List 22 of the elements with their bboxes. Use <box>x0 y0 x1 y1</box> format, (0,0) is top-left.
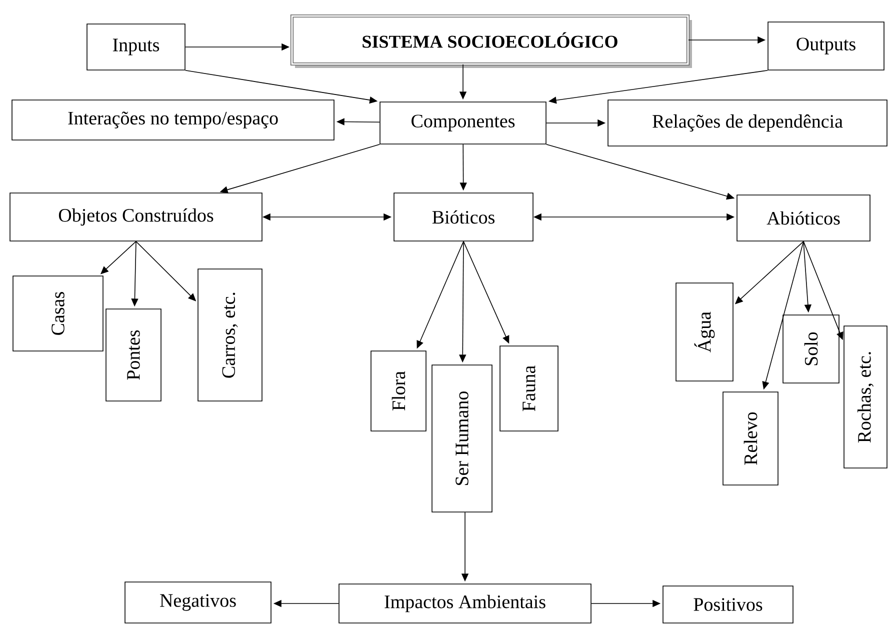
title-box: SISTEMA SOCIOECOLÓGICO <box>290 14 692 68</box>
vertical-label-box: Relevo <box>722 392 778 486</box>
label-box: Abióticos <box>736 194 870 242</box>
vertical-label-box: Casas <box>12 276 104 352</box>
vertical-label-box: Carros, etc. <box>198 268 262 402</box>
label-box: Impactos Ambientais <box>338 584 592 624</box>
label-box: Inputs <box>86 24 186 70</box>
label-box: Outputs <box>768 22 884 70</box>
label-box: Positivos <box>662 586 794 624</box>
vertical-label-box: Pontes <box>106 308 162 402</box>
vertical-label-box: Solo <box>782 314 840 384</box>
label-box: Componentes <box>380 102 546 144</box>
label-box: Relações de dependência <box>608 100 888 146</box>
vertical-label-box: Flora <box>370 350 426 432</box>
label-box: Negativos <box>124 582 272 624</box>
label-box: Objetos Construídos <box>10 192 262 242</box>
label-box: Bióticos <box>394 192 534 242</box>
vertical-label-box: Fauna <box>500 346 558 432</box>
vertical-label-box: Água <box>676 282 734 382</box>
vertical-label-box: Ser Humano <box>432 364 492 512</box>
label-box: Interações no tempo/espaço <box>12 100 334 140</box>
vertical-label-box: Rochas, etc. <box>844 326 888 468</box>
